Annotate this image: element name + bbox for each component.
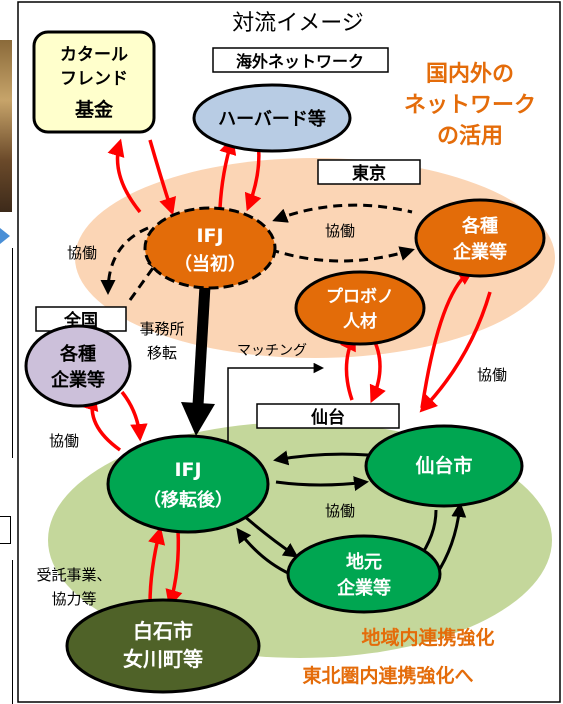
node-shiroishi-line-1: 白石市 bbox=[133, 619, 193, 643]
overseas-label: 海外ネットワーク bbox=[236, 52, 364, 71]
label-cooperation-right: 協働 bbox=[477, 366, 507, 384]
arrow-ifj-shiroishi bbox=[148, 526, 166, 605]
arrow-companies-ifj-bottom bbox=[271, 246, 415, 263]
node-ifj-after-line-1: IFJ bbox=[174, 459, 201, 481]
node-companies-national-line-1: 各種 bbox=[59, 343, 96, 365]
node-shiroishi bbox=[65, 598, 261, 694]
node-companies-tokyo-line-2: 企業等 bbox=[452, 241, 507, 263]
node-companies-national-line-2: 企業等 bbox=[50, 369, 105, 391]
sendai-label: 仙台 bbox=[311, 407, 345, 428]
arrow-qatar-ifj-down bbox=[107, 138, 142, 214]
blue-pointer-icon bbox=[0, 228, 10, 244]
node-probono bbox=[294, 270, 426, 346]
footer-tohoku: 東北圏内連携強化へ bbox=[302, 664, 473, 687]
arrow-companies-sendai-2 bbox=[419, 291, 492, 413]
node-qatar-line-3: 基金 bbox=[74, 98, 114, 121]
node-qatar-line-1: カタール bbox=[60, 45, 128, 65]
tokyo-label-box bbox=[317, 159, 421, 185]
arrow-ifj-sendai-city bbox=[275, 476, 369, 491]
left-divider bbox=[12, 248, 13, 458]
node-shiroishi-line-2: 女川町等 bbox=[123, 647, 203, 671]
diagram-title: 対流イメージ bbox=[232, 11, 364, 36]
label-cooperation-national: 協働 bbox=[49, 432, 79, 450]
label-commissioned-1: 受託事業、 bbox=[36, 566, 111, 584]
label-office-move-1: 事務所 bbox=[139, 320, 184, 338]
arrow-local-ifj bbox=[236, 527, 291, 576]
arrow-ifj-national-dashed bbox=[100, 226, 149, 295]
matching-arrow bbox=[227, 362, 325, 444]
tokyo-label: 東京 bbox=[352, 163, 386, 184]
node-ifj-after-line-2: （移転後） bbox=[143, 489, 233, 511]
label-matching: マッチング bbox=[237, 343, 307, 359]
network-note-line-1: 国内外の bbox=[426, 61, 514, 87]
node-probono-line-2: 人材 bbox=[343, 311, 377, 332]
arrow-sendai-city-ifj bbox=[273, 450, 369, 466]
footer-regional: 地域内連携強化 bbox=[361, 626, 494, 649]
sendai-label-box bbox=[256, 403, 400, 429]
red-arrows bbox=[81, 136, 492, 608]
node-companies-national bbox=[24, 324, 132, 408]
node-local-companies-line-1: 地元 bbox=[346, 551, 382, 573]
node-sendai-city bbox=[364, 424, 524, 508]
node-harvard bbox=[192, 83, 352, 153]
overseas-label-box bbox=[212, 47, 389, 73]
network-note-line-3: の活用 bbox=[437, 124, 503, 149]
node-local-companies bbox=[286, 534, 442, 614]
left-cropped-box bbox=[0, 516, 11, 544]
node-qatar bbox=[32, 30, 156, 134]
cropped-photo-edge bbox=[0, 40, 12, 212]
label-cooperation-left: 協働 bbox=[67, 244, 97, 262]
arrow-ifj-companies-top bbox=[272, 203, 413, 223]
arrow-shiroishi-ifj bbox=[165, 529, 183, 608]
arrow-ifj-national bbox=[120, 390, 148, 442]
label-cooperation-sendai: 協働 bbox=[325, 502, 355, 520]
node-harvard-label: ハーバード等 bbox=[218, 108, 326, 130]
node-sendai-city-label: 仙台市 bbox=[415, 454, 472, 477]
node-ifj-initial-line-1: IFJ bbox=[196, 225, 223, 247]
relocation-arrow-head bbox=[181, 402, 215, 436]
label-cooperation-tokyo: 協働 bbox=[325, 222, 355, 240]
left-divider-lower bbox=[12, 560, 13, 704]
node-ifj-initial bbox=[143, 206, 277, 290]
node-companies-tokyo-line-1: 各種 bbox=[461, 215, 498, 237]
node-ifj-after bbox=[106, 434, 270, 534]
network-note-line-2: ネットワーク bbox=[404, 93, 536, 118]
diagram-frame bbox=[17, 1, 561, 703]
label-commissioned-2: 協力等 bbox=[51, 590, 96, 608]
node-qatar-line-2: フレンド bbox=[60, 69, 128, 89]
arrow-ifj-qatar-up bbox=[148, 139, 177, 216]
black-arrows bbox=[233, 450, 467, 576]
node-local-companies-line-2: 企業等 bbox=[336, 577, 391, 599]
node-probono-line-1: プロボノ bbox=[326, 286, 394, 307]
label-office-move-2: 移転 bbox=[147, 344, 177, 362]
node-companies-tokyo bbox=[414, 198, 546, 278]
relocation-arrow-shaft bbox=[192, 285, 211, 406]
node-ifj-initial-line-2: （当初） bbox=[174, 253, 246, 275]
